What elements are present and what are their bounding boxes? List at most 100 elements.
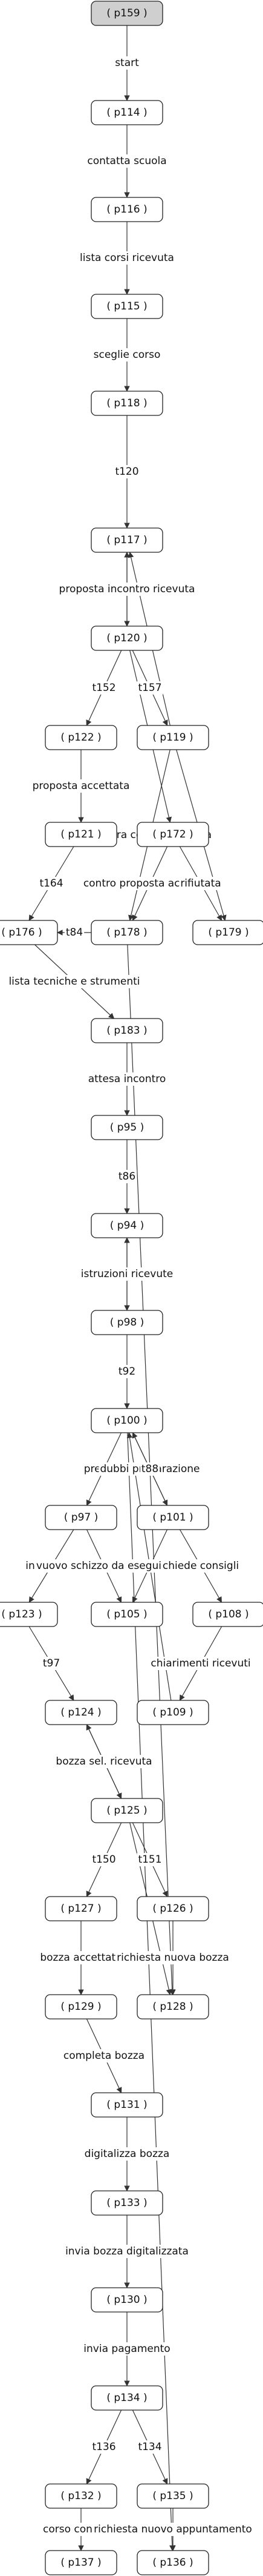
node-box xyxy=(137,1505,209,1530)
node-label: ( p133 ) xyxy=(106,2197,147,2209)
node-box xyxy=(137,1896,209,1921)
node-label: ( p117 ) xyxy=(106,534,147,546)
node-box xyxy=(137,2483,209,2509)
node-label: ( p176 ) xyxy=(1,926,42,939)
edge-label: start xyxy=(115,57,139,69)
node-box xyxy=(91,1310,163,1335)
node-label: ( p115 ) xyxy=(106,300,147,312)
edge-label: t120 xyxy=(115,466,138,478)
node-label: ( p94 ) xyxy=(110,1220,144,1232)
node-box xyxy=(137,822,209,847)
node-label: ( p131 ) xyxy=(106,2099,147,2111)
node-box xyxy=(192,920,263,945)
node-p122: ( p122 ) xyxy=(45,725,117,750)
node-label: ( p136 ) xyxy=(152,2557,193,2569)
node-label: ( p172 ) xyxy=(152,828,193,841)
edge-label: invia pagamento xyxy=(83,2343,170,2355)
node-box xyxy=(91,1115,163,1140)
node-label: ( p132 ) xyxy=(60,2490,101,2502)
edge-label: t157 xyxy=(138,682,161,694)
node-box xyxy=(91,1408,163,1433)
edge-label-background xyxy=(114,465,140,478)
edge-label: proposta accettata xyxy=(33,780,130,792)
node-box xyxy=(45,2550,117,2575)
node-box xyxy=(91,1213,163,1238)
edge-label: t150 xyxy=(92,1854,115,1866)
node-label: ( p108 ) xyxy=(208,1608,248,1620)
node-p136: ( p136 ) xyxy=(137,2550,209,2575)
node-p134: ( p134 ) xyxy=(91,2385,163,2411)
node-p114: ( p114 ) xyxy=(91,100,163,125)
edge-label: bozza accettata xyxy=(40,1952,122,1964)
edge-label: t152 xyxy=(92,682,115,694)
edge-label: richiesta nuovo appuntamento xyxy=(94,2523,252,2535)
node-label: ( p109 ) xyxy=(152,1706,193,1719)
node-box xyxy=(91,1,163,26)
edge-label-background xyxy=(82,2342,172,2356)
node-label: ( p97 ) xyxy=(64,1511,99,1524)
edge-label-background xyxy=(79,251,175,265)
edge-label-background xyxy=(64,2245,190,2258)
node-p101: ( p101 ) xyxy=(137,1505,209,1530)
edge-label: t92 xyxy=(119,1366,135,1378)
node-label: ( p105 ) xyxy=(106,1608,147,1620)
edge-label-background xyxy=(137,681,163,695)
edge-label: lista tecniche e strumenti xyxy=(8,976,140,988)
edge-label-background xyxy=(41,1657,62,1670)
node-p183: ( p183 ) xyxy=(91,1018,163,1043)
edge-label: invia bozza digitalizzata xyxy=(65,2245,189,2257)
node-p132: ( p132 ) xyxy=(45,2483,117,2509)
node-p179: ( p179 ) xyxy=(192,920,263,945)
node-box xyxy=(91,626,163,651)
node-p100: ( p100 ) xyxy=(91,1408,163,1433)
node-label: ( p118 ) xyxy=(106,397,147,409)
edge-label: istruzioni ricevute xyxy=(81,1268,173,1280)
node-box xyxy=(45,1700,117,1725)
node-box xyxy=(192,1602,263,1627)
edge-label: t97 xyxy=(43,1657,60,1669)
node-label: ( p123 ) xyxy=(1,1608,42,1620)
node-p118: ( p118 ) xyxy=(91,391,163,416)
node-box xyxy=(137,725,209,750)
edge-label-background xyxy=(64,926,85,939)
edge-label: attesa incontro xyxy=(88,1073,166,1085)
node-p98: ( p98 ) xyxy=(91,1310,163,1335)
node-label: ( p134 ) xyxy=(106,2392,147,2404)
edge-label-background xyxy=(149,1657,252,1670)
node-box xyxy=(45,1994,117,2020)
edge-label: t88 xyxy=(141,1463,158,1475)
node-label: ( p178 ) xyxy=(106,926,147,939)
node-box xyxy=(91,1018,163,1043)
node-label: ( p119 ) xyxy=(152,732,193,744)
node-label: ( p179 ) xyxy=(208,926,248,939)
node-box xyxy=(91,100,163,125)
edge-label-background xyxy=(179,877,222,890)
edge-label-background xyxy=(114,56,141,70)
node-label: ( p124 ) xyxy=(60,1706,101,1719)
edge-label: digitalizza bozza xyxy=(85,2148,170,2160)
edge-label-background xyxy=(91,681,117,695)
edge-label-background xyxy=(86,1072,167,1086)
edge-label-background xyxy=(117,1170,137,1183)
node-box xyxy=(45,2483,117,2509)
node-p137: ( p137 ) xyxy=(45,2550,117,2575)
node-box xyxy=(91,197,163,222)
node-box xyxy=(137,1700,209,1725)
node-box xyxy=(0,920,58,945)
node-p120: ( p120 ) xyxy=(91,626,163,651)
edge-label-background xyxy=(62,2049,146,2062)
edge-label-background xyxy=(39,1951,123,1964)
edge-label: richiesta nuova bozza xyxy=(117,1952,229,1964)
edge-label: proposta incontro ricevuta xyxy=(59,583,195,595)
node-p172: ( p172 ) xyxy=(137,822,209,847)
node-p126: ( p126 ) xyxy=(137,1896,209,1921)
node-box xyxy=(91,1798,163,1823)
node-box xyxy=(45,822,117,847)
edge-label: completa bozza xyxy=(63,2050,144,2062)
edge-label-background xyxy=(86,154,168,168)
node-p131: ( p131 ) xyxy=(91,2092,163,2118)
edge-label-background xyxy=(161,1559,241,1573)
